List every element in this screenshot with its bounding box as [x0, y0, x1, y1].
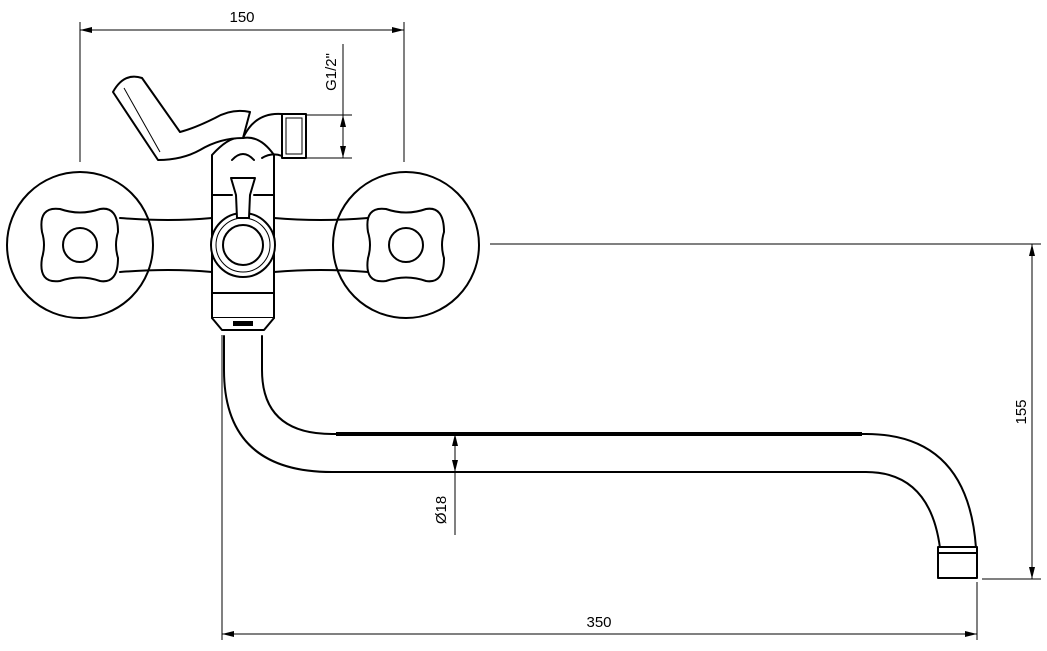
- dimension-height-label: 155: [1013, 399, 1030, 424]
- spout: [223, 335, 978, 579]
- dimension-thread-label: G1/2": [323, 53, 340, 91]
- left-handle: [6, 171, 154, 319]
- dimension-height: 155: [490, 243, 1041, 580]
- mixer-body: [119, 177, 369, 331]
- right-handle: [332, 171, 480, 319]
- aerator: [937, 546, 978, 579]
- dimension-spout-length-label: 350: [586, 614, 611, 631]
- dimension-spout-length: 350: [221, 335, 978, 640]
- shower-outlet: [112, 75, 307, 196]
- dimension-top-width-label: 150: [229, 9, 254, 26]
- dimension-top-width: 150: [79, 9, 405, 162]
- dimension-diameter: Ø18: [433, 432, 458, 535]
- dimension-thread: G1/2": [306, 44, 352, 159]
- dimension-diameter-label: Ø18: [433, 496, 450, 524]
